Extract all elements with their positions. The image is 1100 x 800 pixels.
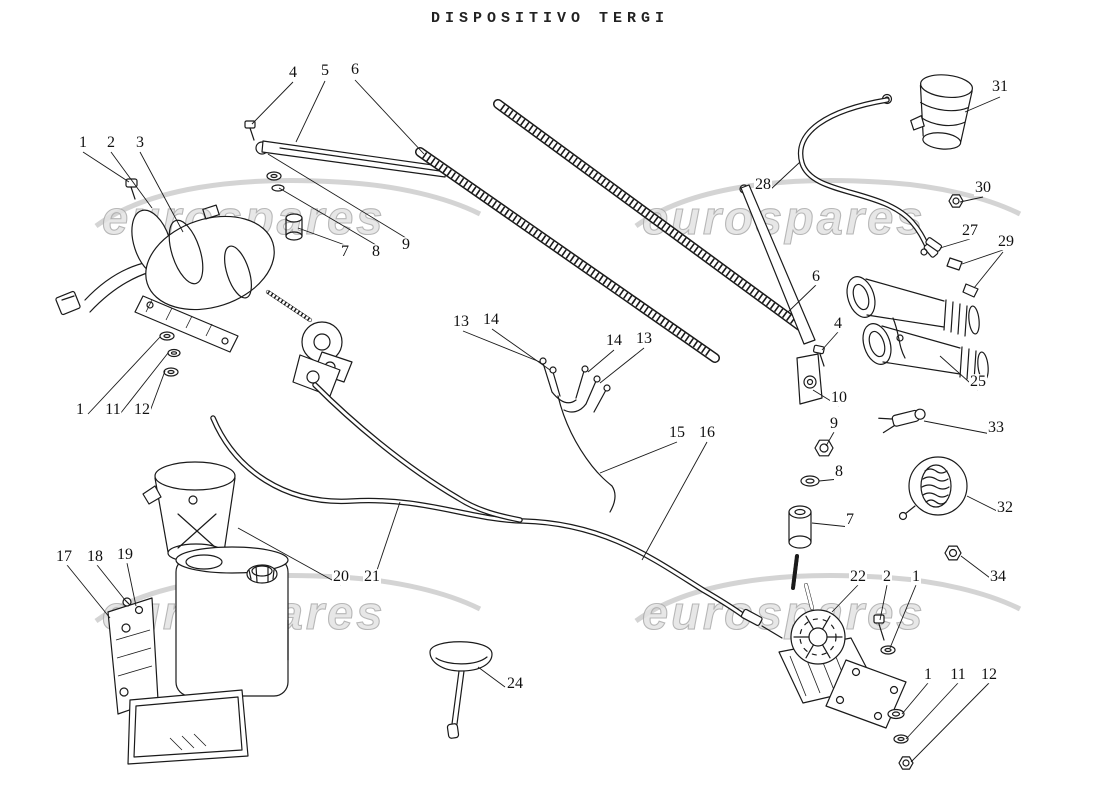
callout-12: 12 [980,666,998,684]
callout-30: 30 [974,179,992,197]
callout-8: 8 [371,243,381,261]
callout-20: 20 [332,568,350,586]
washer-hose [797,93,939,258]
callout-9: 9 [401,236,411,254]
callout-32: 32 [996,499,1014,517]
callout-11: 11 [104,401,122,419]
motor-hardware [125,178,181,377]
callout-3: 3 [135,134,145,152]
callout-1: 1 [75,401,85,419]
cap-part-31 [910,74,973,150]
callout-12: 12 [133,401,151,419]
pivot-hardware-right [788,439,834,590]
callout-28: 28 [754,176,772,194]
callout-19: 19 [116,546,134,564]
callout-2: 2 [106,134,116,152]
callout-11: 11 [949,666,967,684]
callout-14: 14 [605,332,623,350]
cable-terminals [539,357,616,513]
callout-17: 17 [55,548,73,566]
callout-6: 6 [350,61,360,79]
page-title: DISPOSITIVO TERGI [430,10,670,27]
callout-7: 7 [845,511,855,529]
callout-5: 5 [320,62,330,80]
callout-29: 29 [997,233,1015,251]
rear-wiper-motor [778,583,914,770]
callout-10: 10 [830,389,848,407]
callout-8: 8 [834,463,844,481]
horn-assembly [846,276,989,382]
callout-34: 34 [989,568,1007,586]
wiper-blade-1 [415,147,720,363]
callout-15: 15 [668,424,686,442]
rubber-cap-part-24 [429,641,493,739]
drive-cable-short [312,382,523,523]
leader-lines [66,79,1006,763]
callout-25: 25 [969,373,987,391]
wiper-motor [55,204,353,397]
callout-27: 27 [961,222,979,240]
callout-1: 1 [78,134,88,152]
reservoir-bracket [107,597,249,765]
callout-22: 22 [849,568,867,586]
nut-part-34 [944,545,962,561]
callout-7: 7 [340,243,350,261]
callout-2: 2 [882,568,892,586]
callout-4: 4 [833,315,843,333]
callout-13: 13 [635,330,653,348]
connector-part-33 [878,408,926,434]
callout-16: 16 [698,424,716,442]
callout-1: 1 [911,568,921,586]
washer-reservoir [142,461,289,697]
callout-1: 1 [923,666,933,684]
callout-4: 4 [288,64,298,82]
callout-14: 14 [482,311,500,329]
callout-6: 6 [811,268,821,286]
callout-21: 21 [363,568,381,586]
callout-24: 24 [506,675,524,693]
round-grille-part-32 [898,456,968,521]
hose-fittings [920,194,979,298]
wiper-blade-2 [493,99,805,331]
callout-31: 31 [991,78,1009,96]
callout-18: 18 [86,548,104,566]
callout-33: 33 [987,419,1005,437]
drive-cable-long [210,415,783,639]
wiper-arm-left [244,120,448,241]
callout-13: 13 [452,313,470,331]
callout-9: 9 [829,415,839,433]
